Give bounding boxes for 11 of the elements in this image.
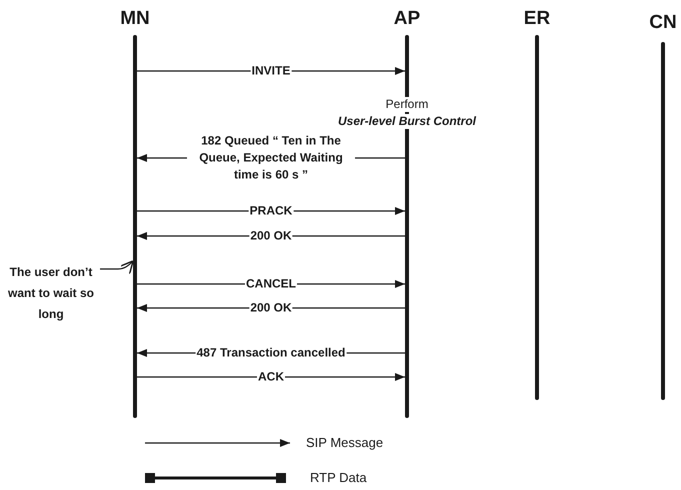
leader-arrow <box>100 260 134 275</box>
note-text: Perform <box>384 97 430 112</box>
legend-text: RTP Data <box>310 470 367 485</box>
lifeline-header: ER <box>524 8 550 30</box>
lifeline-header: CN <box>649 12 677 34</box>
lifeline-header: MN <box>120 8 150 30</box>
message-arrow <box>137 373 405 381</box>
note-text: User-level Burst Control <box>336 114 478 129</box>
note-text: The user don’t want to wait so long <box>8 262 94 325</box>
legend-text: SIP Message <box>306 435 384 450</box>
lifeline-header: AP <box>394 8 420 30</box>
